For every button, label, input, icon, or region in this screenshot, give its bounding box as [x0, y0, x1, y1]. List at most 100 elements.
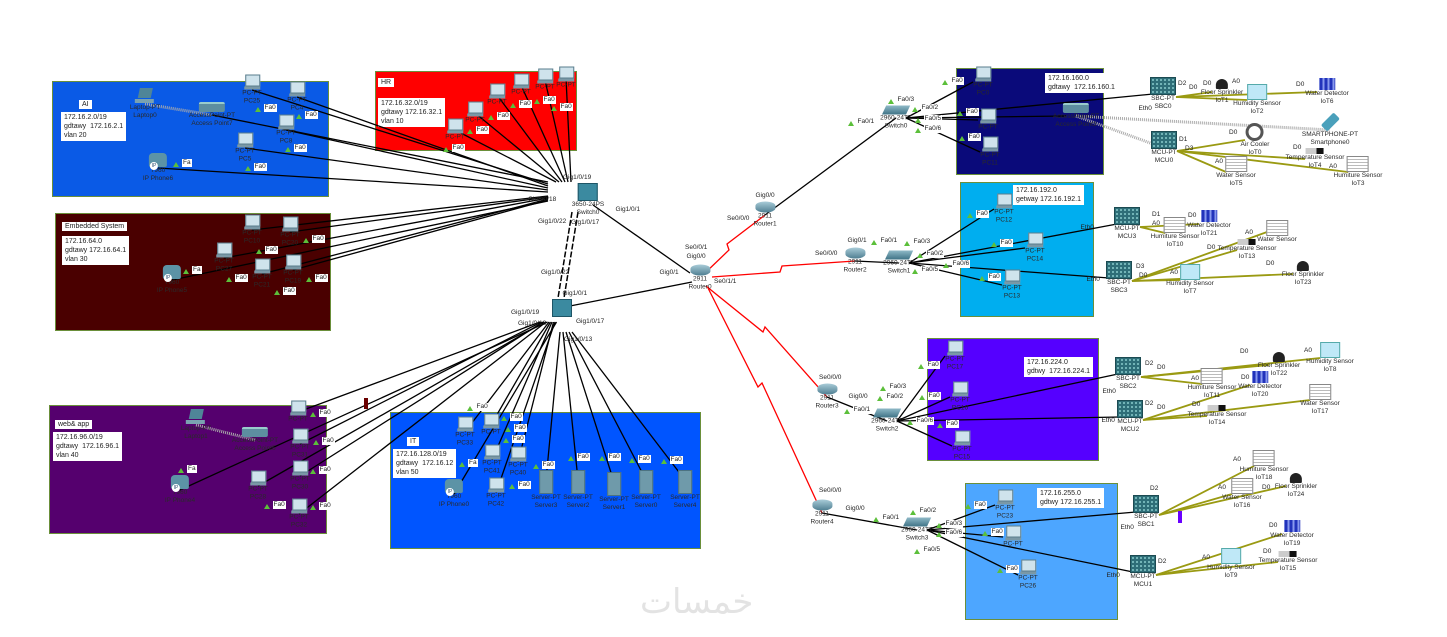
ws192-device[interactable]: Water Sensor: [1257, 220, 1297, 244]
hr1-device[interactable]: PC-PT: [445, 118, 465, 142]
mls1-device[interactable]: [552, 299, 572, 317]
hr6-device[interactable]: PC-PT: [556, 66, 576, 90]
port-label: Fa0: [282, 287, 296, 295]
pcn2-device[interactable]: PC-PT: [1003, 525, 1023, 549]
pcit1-device[interactable]: PC-PT: [481, 413, 501, 437]
hr3-device[interactable]: PC-PT: [487, 83, 507, 107]
hr2-device[interactable]: PC-PT: [465, 101, 485, 125]
port-label: D0: [1263, 548, 1272, 555]
device-label: 2960-24TT: [880, 114, 912, 122]
pcw1-device[interactable]: PC-PT: [288, 400, 308, 424]
pcn1-device[interactable]: PC-PT: [978, 108, 998, 132]
hr4-device[interactable]: PC-PT: [511, 73, 531, 97]
hr5-device[interactable]: PC-PT: [535, 68, 555, 92]
device-label: IoT16: [1233, 502, 1251, 509]
